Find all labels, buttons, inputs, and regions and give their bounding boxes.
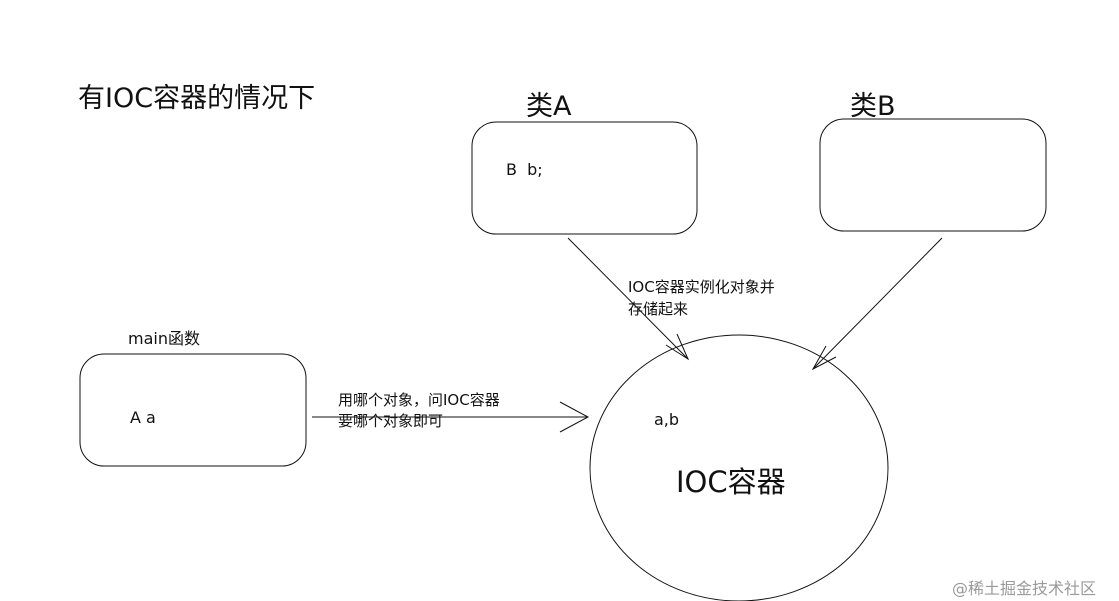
edge-label-instantiate-line2: 存储起来 (628, 300, 689, 318)
class-a-title: 类A (526, 91, 572, 122)
diagram-title: 有IOC容器的情况下 (78, 83, 316, 114)
class-b-title: 类B (850, 91, 896, 122)
edge-label-request-line2: 要哪个对象即可 (338, 412, 444, 430)
watermark: @稀土掘金技术社区 (952, 579, 1097, 598)
main-fn-body: A a (130, 408, 156, 427)
main-fn-title: main函数 (128, 329, 200, 348)
ioc-stored-objects: a,b (654, 410, 680, 429)
ioc-container-circle (589, 334, 889, 601)
arrow-main-to-ioc (312, 401, 590, 433)
class-a-field: B b; (506, 160, 543, 179)
edge-label-instantiate: IOC容器实例化对象并 存储起来 (628, 276, 775, 320)
arrow-class-a-to-ioc (567, 237, 690, 361)
class-b-box (819, 118, 1047, 232)
main-fn-box (79, 353, 307, 467)
edge-label-request-line1: 用哪个对象，问IOC容器 (338, 391, 500, 409)
edge-label-request: 用哪个对象，问IOC容器 要哪个对象即可 (338, 390, 500, 432)
arrow-class-b-to-ioc (811, 237, 943, 371)
class-a-box (471, 121, 698, 235)
ioc-container-name: IOC容器 (676, 465, 786, 499)
edge-label-instantiate-line1: IOC容器实例化对象并 (628, 278, 775, 296)
